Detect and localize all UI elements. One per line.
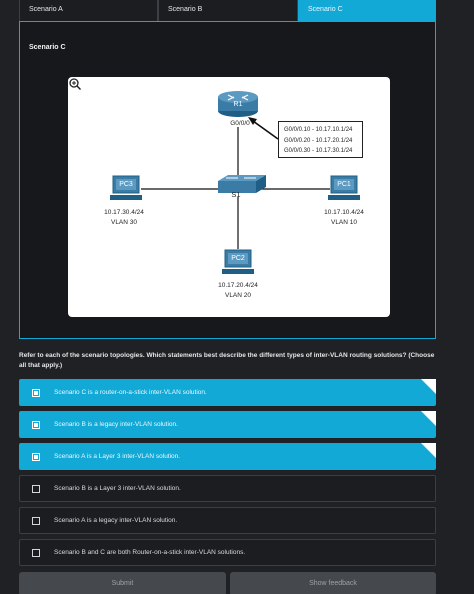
- topology-lines: [110, 91, 360, 274]
- switch-name: S1: [231, 190, 241, 199]
- scenario-tabs: Scenario A Scenario B Scenario C: [19, 0, 436, 22]
- pc2-name: PC2: [231, 255, 245, 262]
- option-label: Scenario C is a router-on-a-stick inter-…: [54, 389, 207, 396]
- subinterface-callout: G0/0/0.10 - 10.17.10.1/24 G0/0/0.20 - 10…: [278, 121, 363, 158]
- pc3-ip: 10.17.30.4/24: [104, 209, 144, 216]
- pc1-ip: 10.17.10.4/24: [324, 209, 364, 216]
- router-name: R1: [233, 101, 243, 108]
- checkbox[interactable]: [32, 485, 40, 493]
- option-4[interactable]: Scenario B is a Layer 3 inter-VLAN solut…: [19, 475, 436, 502]
- pc3-vlan: VLAN 30: [110, 219, 138, 226]
- pc1-vlan: VLAN 10: [330, 219, 358, 226]
- option-2[interactable]: Scenario B is a legacy inter-VLAN soluti…: [19, 411, 436, 438]
- option-label: Scenario B is a legacy inter-VLAN soluti…: [54, 421, 178, 428]
- question-text: Refer to each of the scenario topologies…: [19, 352, 435, 369]
- option-6[interactable]: Scenario B and C are both Router-on-a-st…: [19, 539, 436, 566]
- selected-corner-marker: [421, 379, 436, 394]
- pc3-icon: [110, 175, 142, 200]
- checkbox[interactable]: [32, 549, 40, 557]
- router-icon: [218, 91, 258, 117]
- selected-corner-marker: [421, 443, 436, 458]
- callout-line: G0/0/0.10 - 10.17.10.1/24: [284, 127, 353, 133]
- checkbox[interactable]: [32, 389, 40, 397]
- checkbox[interactable]: [32, 453, 40, 461]
- option-1[interactable]: Scenario C is a router-on-a-stick inter-…: [19, 379, 436, 406]
- selected-corner-marker: [421, 411, 436, 426]
- callout-arrow: [252, 120, 279, 140]
- option-label: Scenario A is a legacy inter-VLAN soluti…: [54, 517, 178, 524]
- scenario-panel: Scenario C: [19, 21, 436, 339]
- panel-title: Scenario C: [29, 44, 66, 51]
- checkbox[interactable]: [32, 517, 40, 525]
- option-label: Scenario B and C are both Router-on-a-st…: [54, 549, 246, 556]
- router-interface: G0/0/0: [230, 120, 250, 127]
- pc2-ip: 10.17.20.4/24: [218, 282, 258, 289]
- callout-line: G0/0/0.30 - 10.17.30.1/24: [284, 148, 353, 154]
- tab-scenario-c[interactable]: Scenario C: [298, 0, 436, 22]
- callout-line: G0/0/0.20 - 10.17.20.1/24: [284, 137, 353, 144]
- option-label: Scenario A is a Layer 3 inter-VLAN solut…: [54, 453, 181, 460]
- submit-button[interactable]: Submit: [19, 572, 226, 594]
- pc3-name: PC3: [119, 181, 133, 188]
- option-3[interactable]: Scenario A is a Layer 3 inter-VLAN solut…: [19, 443, 436, 470]
- show-feedback-button[interactable]: Show feedback: [230, 572, 436, 594]
- checkbox[interactable]: [32, 421, 40, 429]
- tab-scenario-a[interactable]: Scenario A: [19, 0, 158, 22]
- pc1-name: PC1: [337, 181, 351, 188]
- pc1-icon: [328, 175, 360, 200]
- tab-scenario-b[interactable]: Scenario B: [158, 0, 298, 22]
- topology-diagram: R1 G0/0/0 G0/0/0.10 - 10.17.10.1/24 G0/0…: [68, 77, 390, 317]
- option-5[interactable]: Scenario A is a legacy inter-VLAN soluti…: [19, 507, 436, 534]
- option-label: Scenario B is a Layer 3 inter-VLAN solut…: [54, 485, 181, 492]
- pc2-vlan: VLAN 20: [224, 292, 252, 299]
- pc2-icon: [222, 249, 254, 274]
- switch-icon: [218, 175, 266, 193]
- magnifier-plus-icon[interactable]: [68, 77, 82, 91]
